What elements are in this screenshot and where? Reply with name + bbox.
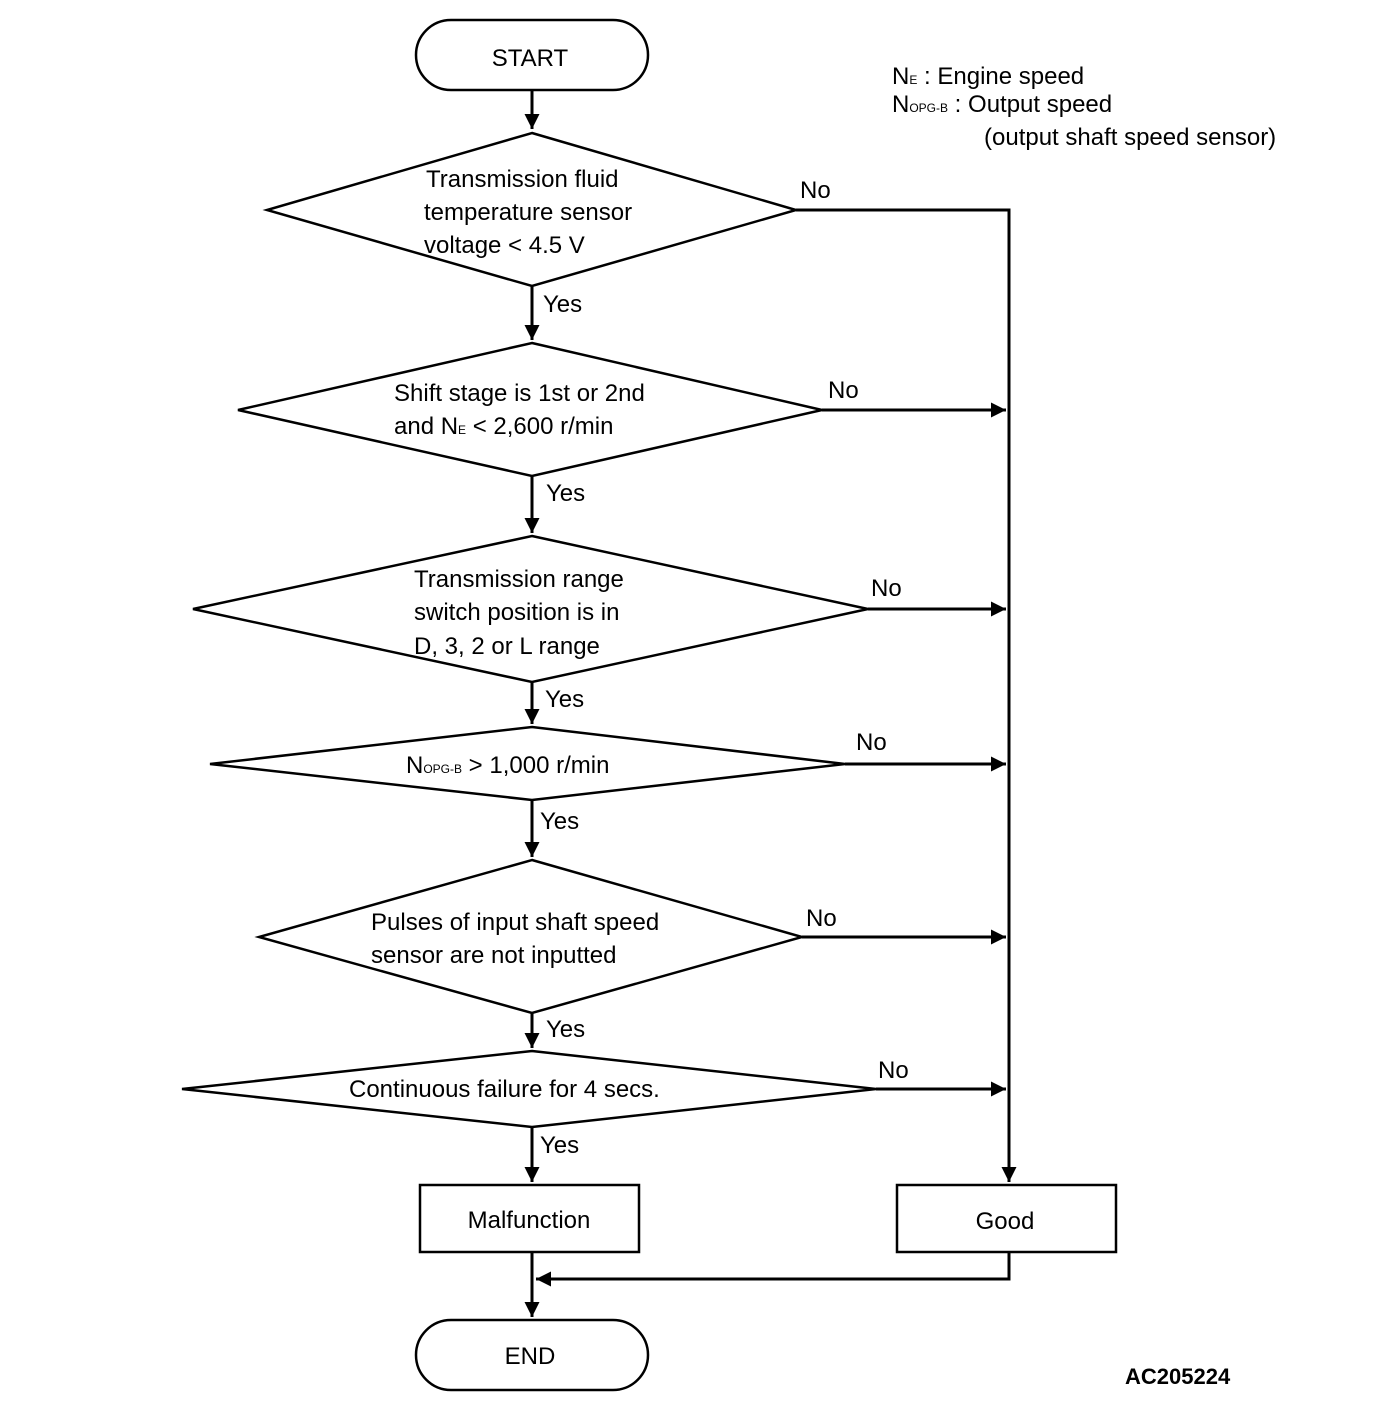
malfunction-box: [418, 1183, 641, 1254]
decision-range-switch: [192, 534, 869, 684]
decision-continuous-failure: [181, 1049, 877, 1129]
decision-fluid-temp-line3: voltage < 4.5 V: [424, 232, 585, 259]
end-label: END: [505, 1343, 556, 1370]
yes-label-2: Yes: [546, 480, 585, 507]
no-trunk: [796, 208, 1017, 1182]
figure-code: AC205224: [1125, 1364, 1231, 1389]
decision-range-switch-line1: Transmission range: [414, 566, 624, 593]
no-label-2: No: [828, 377, 859, 404]
decision-shift-stage-line1: Shift stage is 1st or 2nd: [394, 380, 645, 407]
decision-range-switch-line2: switch position is in: [414, 599, 619, 626]
arrow-good-end: [536, 1253, 1011, 1287]
start-label: START: [492, 45, 569, 72]
yes-label-3: Yes: [545, 686, 584, 713]
decision-shift-stage: [237, 341, 823, 478]
good-box: [895, 1183, 1118, 1254]
malfunction-label: Malfunction: [468, 1207, 591, 1234]
decision-range-switch-line3: D, 3, 2 or L range: [414, 633, 600, 660]
yes-label-1: Yes: [543, 291, 582, 318]
no-label-1: No: [800, 177, 831, 204]
decision-fluid-temp: [262, 131, 801, 288]
good-label: Good: [976, 1208, 1035, 1235]
no-label-4: No: [856, 729, 887, 756]
decision-continuous-failure-label: Continuous failure for 4 secs.: [349, 1076, 660, 1103]
decision-output-speed-label: NOPG-B > 1,000 r/min: [406, 752, 609, 779]
decision-input-pulses-line2: sensor are not inputted: [371, 942, 617, 969]
legend-ne: NE : Engine speed: [892, 63, 1084, 90]
yes-label-5: Yes: [546, 1016, 585, 1043]
decision-input-pulses-line1: Pulses of input shaft speed: [371, 909, 659, 936]
legend: NE : Engine speed NOPG-B : Output speed …: [892, 63, 1276, 151]
decision-input-pulses: [254, 858, 807, 1015]
legend-nopg-desc: (output shaft speed sensor): [984, 124, 1276, 151]
no-label-5: No: [806, 905, 837, 932]
no-label-6: No: [878, 1057, 909, 1084]
decision-fluid-temp-line1: Transmission fluid: [426, 166, 619, 193]
decision-fluid-temp-line2: temperature sensor: [424, 199, 632, 226]
decision-shift-stage-line2: and NE < 2,600 r/min: [394, 413, 613, 440]
legend-nopg: NOPG-B : Output speed: [892, 91, 1112, 118]
no-label-3: No: [871, 575, 902, 602]
yes-label-6: Yes: [540, 1132, 579, 1159]
decision-output-speed: [209, 725, 846, 802]
end-terminal: [414, 1318, 650, 1392]
yes-label-4: Yes: [540, 808, 579, 835]
